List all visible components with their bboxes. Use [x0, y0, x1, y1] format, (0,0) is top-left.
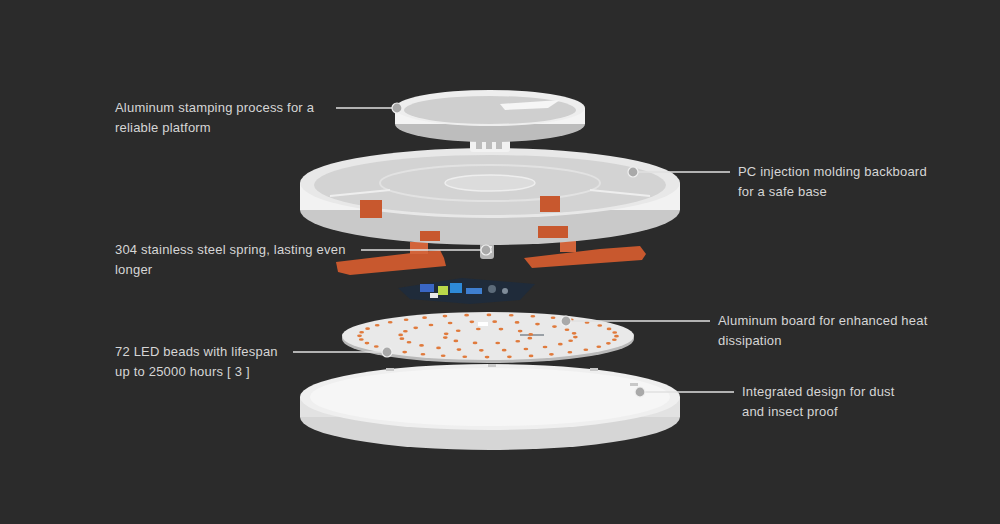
led-bead: [551, 316, 556, 319]
led-bead: [568, 339, 573, 342]
led-bead: [530, 315, 535, 318]
led-bead: [549, 353, 554, 356]
led-bead: [448, 322, 453, 325]
led-bead: [572, 332, 577, 335]
led-bead: [413, 327, 418, 330]
led-bead: [529, 355, 534, 358]
callout-label: Aluminum stamping process for a reliable…: [115, 98, 330, 138]
diffuser-cover: [300, 364, 680, 450]
led-bead: [388, 321, 393, 324]
led-bead: [597, 324, 602, 327]
led-bead: [509, 314, 514, 317]
led-bead: [441, 354, 446, 357]
led-bead: [485, 356, 490, 359]
led-bead: [469, 321, 474, 324]
led-bead: [523, 348, 528, 351]
led-bead: [359, 331, 364, 334]
led-bead: [407, 341, 412, 344]
led-bead: [567, 351, 572, 354]
led-bead: [476, 328, 481, 331]
led-bead: [429, 324, 434, 327]
led-bead: [558, 343, 563, 346]
led-bead: [502, 349, 507, 352]
led-bead: [357, 335, 362, 338]
driver-board: [398, 278, 535, 304]
led-bead: [492, 320, 497, 323]
led-bead: [565, 328, 570, 331]
led-bead: [457, 348, 462, 351]
led-bead: [552, 325, 557, 328]
led-bead: [515, 340, 520, 343]
led-board: [342, 312, 634, 363]
led-bead: [499, 328, 504, 331]
led-bead: [456, 329, 461, 332]
led-bead: [479, 349, 484, 352]
led-bead: [583, 348, 588, 351]
led-bead: [473, 342, 478, 345]
led-bead: [443, 336, 448, 339]
backboard: [300, 148, 680, 245]
led-bead: [374, 345, 379, 348]
led-bead: [614, 335, 619, 338]
led-bead: [436, 347, 441, 350]
led-bead: [404, 318, 409, 321]
led-bead: [518, 330, 523, 333]
led-bead: [606, 342, 611, 345]
led-bead: [359, 338, 364, 341]
led-bead: [464, 314, 469, 317]
led-bead: [495, 342, 500, 345]
led-bead: [535, 323, 540, 326]
led-bead: [487, 314, 492, 317]
led-bead: [543, 346, 548, 349]
led-bead: [462, 355, 467, 358]
led-bead: [607, 328, 612, 331]
leader-line: [293, 108, 734, 392]
leader-dot: [382, 103, 645, 397]
led-bead: [596, 345, 601, 348]
led-bead: [402, 351, 407, 354]
mounting-bracket: [336, 240, 646, 275]
led-bead: [612, 339, 617, 342]
callout-label: Aluminum board for enhanced heat dissipa…: [718, 311, 933, 351]
led-bead: [403, 330, 408, 333]
led-bead: [507, 356, 512, 359]
callout-label: Integrated design for dust and insect pr…: [742, 382, 907, 422]
callout-label: 72 LED beads with lifespan up to 25000 h…: [115, 342, 287, 382]
led-bead: [612, 331, 617, 334]
led-bead: [421, 353, 426, 356]
led-bead: [515, 321, 520, 324]
spring: [480, 243, 494, 259]
led-bead: [375, 324, 380, 327]
callout-label: PC injection molding backboard for a saf…: [738, 162, 928, 202]
callout-label: 304 stainless steel spring, lasting even…: [115, 240, 355, 280]
led-bead: [443, 315, 448, 318]
led-bead: [573, 336, 578, 339]
mounting-plate: [395, 90, 585, 142]
led-bead: [419, 344, 424, 347]
led-bead: [365, 342, 370, 345]
led-bead: [527, 337, 532, 340]
led-bead: [422, 316, 427, 319]
led-bead: [398, 334, 403, 337]
led-bead: [528, 333, 533, 336]
led-bead: [400, 337, 405, 340]
led-bead: [453, 340, 458, 343]
led-bead: [365, 327, 370, 330]
led-bead: [444, 333, 449, 336]
